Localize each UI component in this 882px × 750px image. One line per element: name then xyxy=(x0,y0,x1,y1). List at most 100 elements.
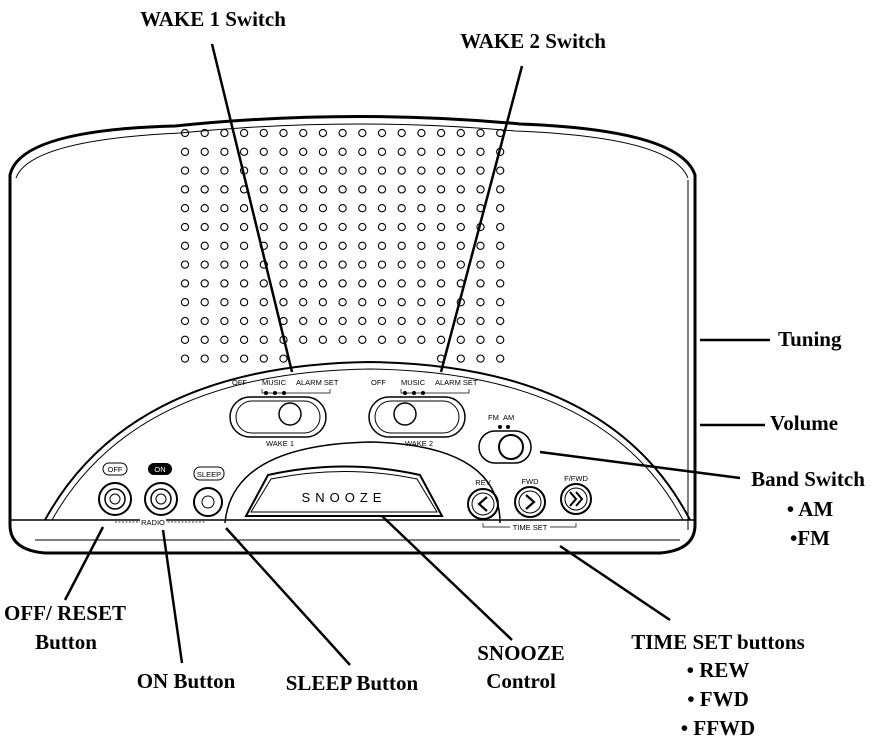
grille-hole xyxy=(496,279,505,288)
wake2-slider-track[interactable] xyxy=(368,396,466,438)
band-switch-track[interactable] xyxy=(478,430,532,464)
grille-hole xyxy=(259,298,268,307)
grille-hole xyxy=(180,204,190,213)
grille-hole xyxy=(377,298,387,307)
band-switch-knob[interactable] xyxy=(498,434,524,460)
wake1-slider-knob[interactable] xyxy=(278,402,302,426)
grille-hole xyxy=(220,185,229,194)
snooze-bar[interactable]: SNOOZE xyxy=(244,465,444,517)
grille-hole xyxy=(180,316,190,326)
off-reset-button[interactable] xyxy=(98,482,132,516)
on-label: ON xyxy=(154,465,165,474)
grille-hole xyxy=(397,147,406,156)
wake2-switch[interactable]: OFF MUSIC ALARM SET WAKE 2 xyxy=(368,378,478,448)
grille-hole xyxy=(377,241,387,250)
wake1-dot-music xyxy=(273,391,277,395)
grille-hole xyxy=(259,128,268,138)
grille-hole xyxy=(180,354,190,363)
wake2-label: WAKE 2 xyxy=(405,439,433,448)
grille-hole xyxy=(338,222,347,232)
grille-hole xyxy=(220,335,229,344)
grille-hole xyxy=(397,316,406,326)
band-switch-callout: Band Switch xyxy=(751,467,865,491)
grille-hole xyxy=(436,222,446,232)
grille-hole xyxy=(338,316,347,326)
grille-hole xyxy=(259,204,268,213)
band-switch[interactable]: FM AM xyxy=(478,413,532,464)
grille-hole xyxy=(200,279,209,288)
grille-hole xyxy=(279,128,288,138)
grille-hole xyxy=(476,335,485,344)
grille-hole xyxy=(456,354,465,363)
grille-hole xyxy=(220,279,229,288)
grille-hole xyxy=(220,260,229,269)
grille-hole xyxy=(239,316,249,326)
band-am-label: AM xyxy=(503,413,514,422)
on-button[interactable] xyxy=(144,482,178,516)
grille-hole xyxy=(220,204,229,213)
wake1-switch[interactable]: OFF MUSIC ALARM SET WAKE 1 xyxy=(229,378,339,448)
grille-hole xyxy=(200,222,209,232)
grille-hole xyxy=(377,204,387,213)
fwd-label: FWD xyxy=(521,477,539,486)
grille-hole xyxy=(220,128,229,138)
rev-button[interactable] xyxy=(467,488,499,520)
grille-hole xyxy=(239,128,249,138)
grille-hole xyxy=(397,204,406,213)
grille-hole xyxy=(417,241,426,250)
wake2-music-pos: MUSIC xyxy=(401,378,426,387)
wake1-off-pos: OFF xyxy=(232,378,247,387)
grille-hole xyxy=(456,166,465,175)
grille-hole xyxy=(180,222,190,232)
grille-hole xyxy=(436,147,446,156)
grille-hole xyxy=(279,298,288,307)
grille-hole xyxy=(318,166,328,175)
time-set-rew-item: • REW xyxy=(687,658,750,682)
grille-hole xyxy=(299,335,308,344)
wake1-alarm-pos: ALARM SET xyxy=(296,378,339,387)
snooze-label: SNOOZE xyxy=(302,490,387,505)
grille-hole xyxy=(259,222,268,232)
grille-hole xyxy=(279,260,288,269)
grille-hole xyxy=(436,166,446,175)
grille-hole xyxy=(239,354,249,363)
grille-hole xyxy=(259,279,268,288)
grille-hole xyxy=(299,241,308,250)
grille-hole xyxy=(279,204,288,213)
wake2-slider-knob[interactable] xyxy=(393,402,417,426)
grille-hole xyxy=(239,279,249,288)
wake1-switch-callout: WAKE 1 Switch xyxy=(140,7,286,31)
grille-hole xyxy=(436,204,446,213)
grille-hole xyxy=(377,222,387,232)
wake1-slider-track[interactable] xyxy=(229,396,327,438)
grille-hole xyxy=(397,298,406,307)
wake2-switch-callout: WAKE 2 Switch xyxy=(460,29,606,53)
band-fm-label: FM xyxy=(488,413,499,422)
wake2-off-pos: OFF xyxy=(371,378,386,387)
grille-hole xyxy=(397,166,406,175)
ffwd-button[interactable] xyxy=(560,483,592,515)
grille-hole xyxy=(456,185,465,194)
grille-hole xyxy=(476,298,485,307)
grille-hole xyxy=(496,260,505,269)
grille-hole xyxy=(220,166,229,175)
grille-hole xyxy=(456,128,465,138)
grille-hole xyxy=(456,260,465,269)
grille-hole xyxy=(496,166,505,175)
grille-hole xyxy=(338,166,347,175)
grille-hole xyxy=(496,316,505,326)
grille-hole xyxy=(476,279,485,288)
off-reset-callout: OFF/ RESET xyxy=(4,601,126,625)
fwd-button[interactable] xyxy=(514,486,546,518)
clock-radio-body xyxy=(8,114,697,555)
grille-hole xyxy=(496,241,505,250)
grille-hole xyxy=(259,316,268,326)
grille-hole xyxy=(200,298,209,307)
grille-hole xyxy=(377,185,387,194)
grille-hole xyxy=(338,298,347,307)
sleep-button[interactable] xyxy=(193,487,223,517)
grille-hole xyxy=(180,166,190,175)
grille-hole xyxy=(200,354,209,363)
grille-hole xyxy=(476,316,485,326)
grille-hole xyxy=(436,316,446,326)
